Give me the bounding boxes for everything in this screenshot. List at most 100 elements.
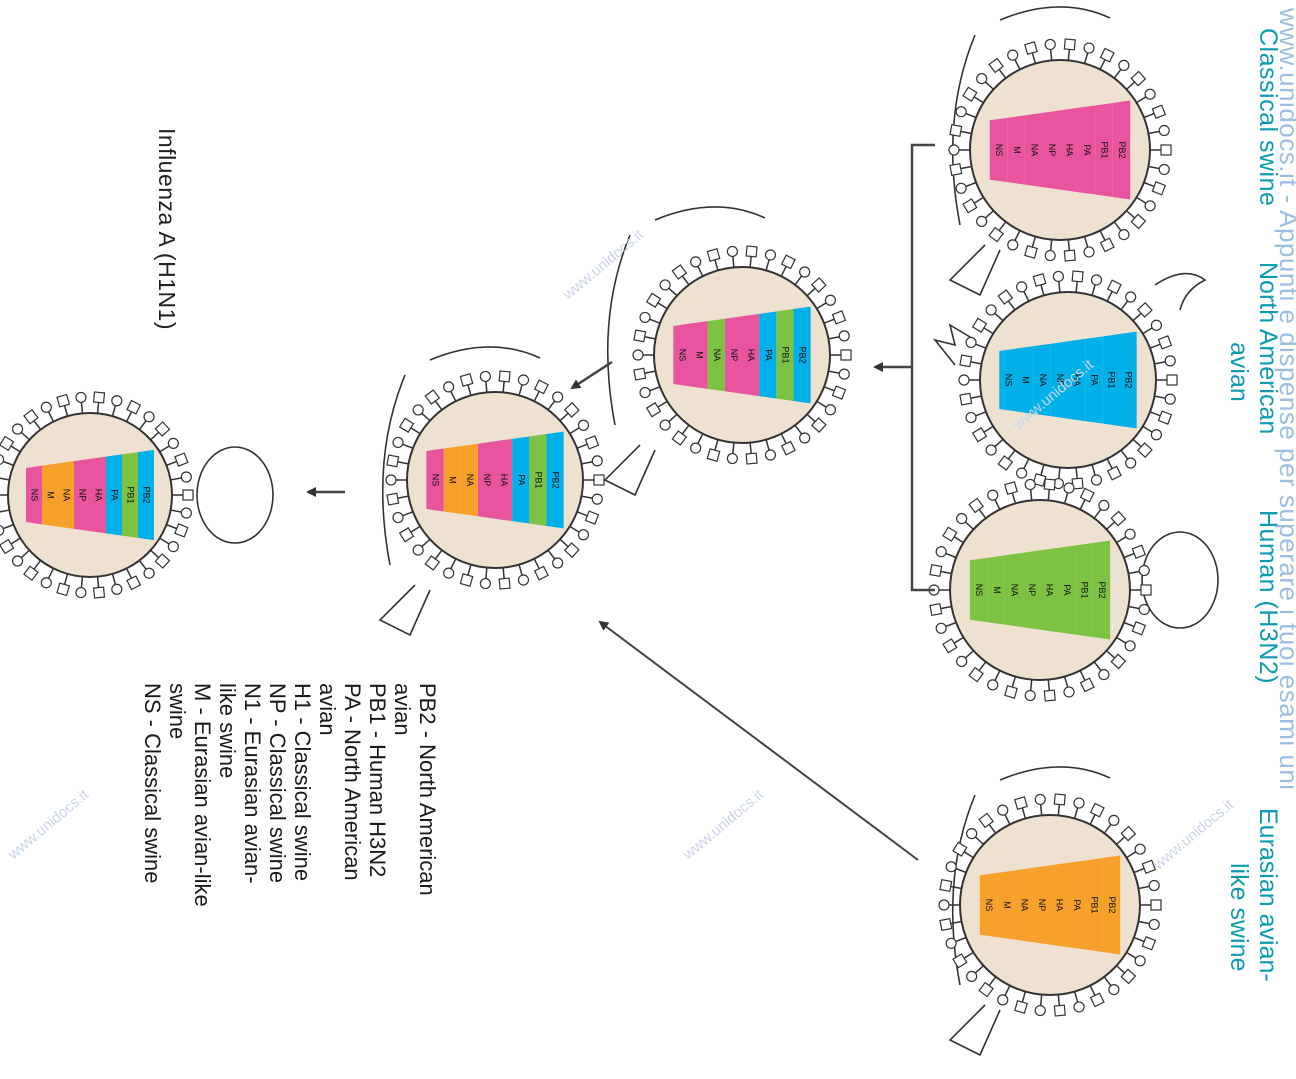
spike-head <box>1120 825 1137 842</box>
spike-head <box>0 524 5 536</box>
spike <box>0 509 10 513</box>
segment-band <box>137 449 154 541</box>
segment-label: PB1 <box>1100 141 1110 158</box>
spike-head <box>182 489 194 501</box>
spike-head <box>1052 270 1065 283</box>
spike-head <box>498 577 511 590</box>
legend-line: H1 - Classical swine <box>290 683 315 882</box>
spike-head <box>1158 124 1170 137</box>
spike-head <box>92 586 106 599</box>
spike-head <box>952 953 968 969</box>
spike-head <box>126 575 142 591</box>
spike-head <box>167 437 179 450</box>
spike-head <box>386 492 400 506</box>
spike-head <box>479 577 492 590</box>
segment-band <box>776 309 794 401</box>
spike-head <box>1164 355 1176 367</box>
spike-head <box>1032 473 1047 487</box>
spike-head <box>443 381 455 393</box>
spike-head <box>1166 374 1178 386</box>
spike-head <box>0 454 5 466</box>
spike-head <box>1136 302 1153 318</box>
spike-head <box>23 408 39 425</box>
legend-line: PA - North American <box>340 683 365 881</box>
spike-head <box>1073 797 1085 809</box>
spike-head <box>56 393 71 408</box>
segment-label: PB1 <box>126 486 136 503</box>
spike-head <box>985 444 997 456</box>
segment-band <box>969 557 988 623</box>
spike <box>0 477 10 481</box>
segment-band <box>1007 115 1025 185</box>
spike-head <box>948 144 960 156</box>
segment-band <box>1067 860 1086 950</box>
segment-band <box>1004 552 1023 628</box>
spike-head <box>988 226 1004 243</box>
spike-head <box>965 336 977 349</box>
spike-head <box>952 841 968 857</box>
legend-line: swine <box>165 683 190 740</box>
spike-head <box>1106 279 1122 295</box>
spike-head <box>1144 88 1156 100</box>
segment-band <box>1032 865 1050 945</box>
spike-head <box>0 538 15 555</box>
segment-label: NP <box>1027 584 1037 597</box>
legend-line: PB1 - Human H3N2 <box>365 683 390 878</box>
spike-head <box>988 57 1004 74</box>
segment-band <box>1085 857 1103 953</box>
spike-head <box>398 527 415 543</box>
spike-head <box>1043 689 1056 702</box>
segment-band <box>1075 542 1093 638</box>
spike-head <box>1063 249 1076 262</box>
segment-label: NS <box>431 474 441 487</box>
segment-band <box>1112 100 1131 200</box>
spike-head <box>958 374 970 386</box>
spike-head <box>1063 38 1076 51</box>
spike-head <box>1079 677 1095 693</box>
segment-band <box>1050 862 1068 948</box>
segment-label: M <box>46 491 56 499</box>
spike-head <box>929 602 943 617</box>
spike-head <box>1125 457 1137 469</box>
spike-head <box>955 182 967 194</box>
spike-head <box>167 540 179 553</box>
segment-band <box>1022 550 1040 630</box>
spike-head <box>412 544 424 556</box>
segment-label: PB2 <box>1124 371 1134 388</box>
segment-label: NA <box>1038 374 1048 387</box>
spike-head <box>976 215 988 228</box>
spike-head <box>126 399 142 415</box>
spike-head <box>563 542 580 558</box>
segment-label: M <box>992 586 1002 594</box>
spike-head <box>706 248 721 262</box>
spike-head <box>945 861 957 873</box>
spike-head <box>1164 393 1176 405</box>
spike-head <box>1053 793 1066 806</box>
spike-head <box>11 555 24 567</box>
spike-head <box>959 354 973 368</box>
spike-head <box>1125 291 1137 303</box>
spike-head <box>978 981 994 998</box>
spike-head <box>1032 273 1047 287</box>
segment-band <box>426 448 444 512</box>
spike-head <box>938 899 950 911</box>
spike-head <box>1160 144 1172 156</box>
spike-head <box>659 419 671 431</box>
spike-head <box>1073 1001 1085 1013</box>
spike-head <box>385 474 397 486</box>
spike-head <box>1083 246 1095 258</box>
legend-line: avian <box>390 683 415 736</box>
pig-outline <box>378 346 541 637</box>
spike-head <box>690 256 702 268</box>
spike-head <box>997 804 1009 816</box>
spike-head <box>398 417 415 433</box>
spike-head <box>563 402 580 418</box>
segment-band <box>1068 338 1086 422</box>
segment-band <box>1102 855 1121 955</box>
spike-head <box>92 391 106 404</box>
host-outlines <box>196 6 1219 1057</box>
spike-head <box>1016 467 1028 479</box>
segment-label: PB2 <box>551 471 561 488</box>
spike-head <box>799 266 811 278</box>
segment-band <box>673 323 691 387</box>
